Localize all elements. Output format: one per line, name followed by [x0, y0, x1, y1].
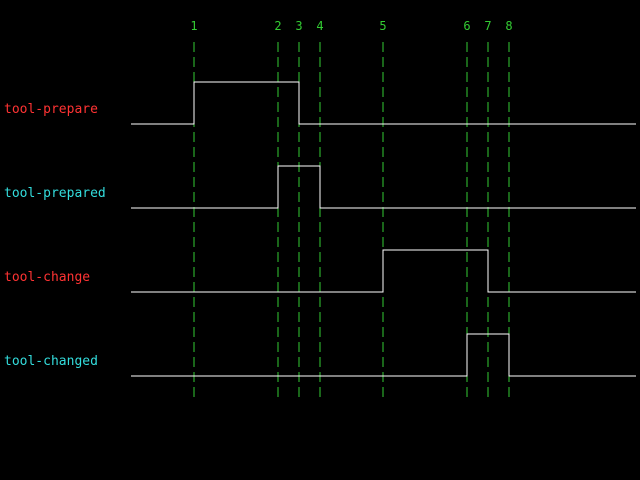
event-marker-label-8: 8 — [505, 19, 512, 33]
signal-traces — [131, 81, 636, 377]
signal-label-tool-prepared: tool-prepared — [4, 186, 106, 201]
signal-trace-tool-prepared — [131, 165, 636, 209]
signal-trace-tool-change — [131, 249, 636, 293]
event-marker-label-7: 7 — [484, 19, 491, 33]
signal-trace-tool-prepare — [131, 81, 636, 125]
signal-trace-tool-changed — [131, 333, 636, 377]
event-marker-label-5: 5 — [379, 19, 386, 33]
event-marker-label-3: 3 — [295, 19, 302, 33]
signal-label-tool-prepare: tool-prepare — [4, 102, 98, 117]
event-marker-label-1: 1 — [190, 19, 197, 33]
event-marker-label-6: 6 — [463, 19, 470, 33]
signal-label-tool-changed: tool-changed — [4, 354, 98, 369]
signal-labels: tool-prepare tool-prepared tool-change tool… — [4, 102, 106, 369]
event-marker-label-2: 2 — [274, 19, 281, 33]
signal-label-tool-change: tool-change — [4, 270, 90, 285]
event-marker-label-4: 4 — [316, 19, 323, 33]
